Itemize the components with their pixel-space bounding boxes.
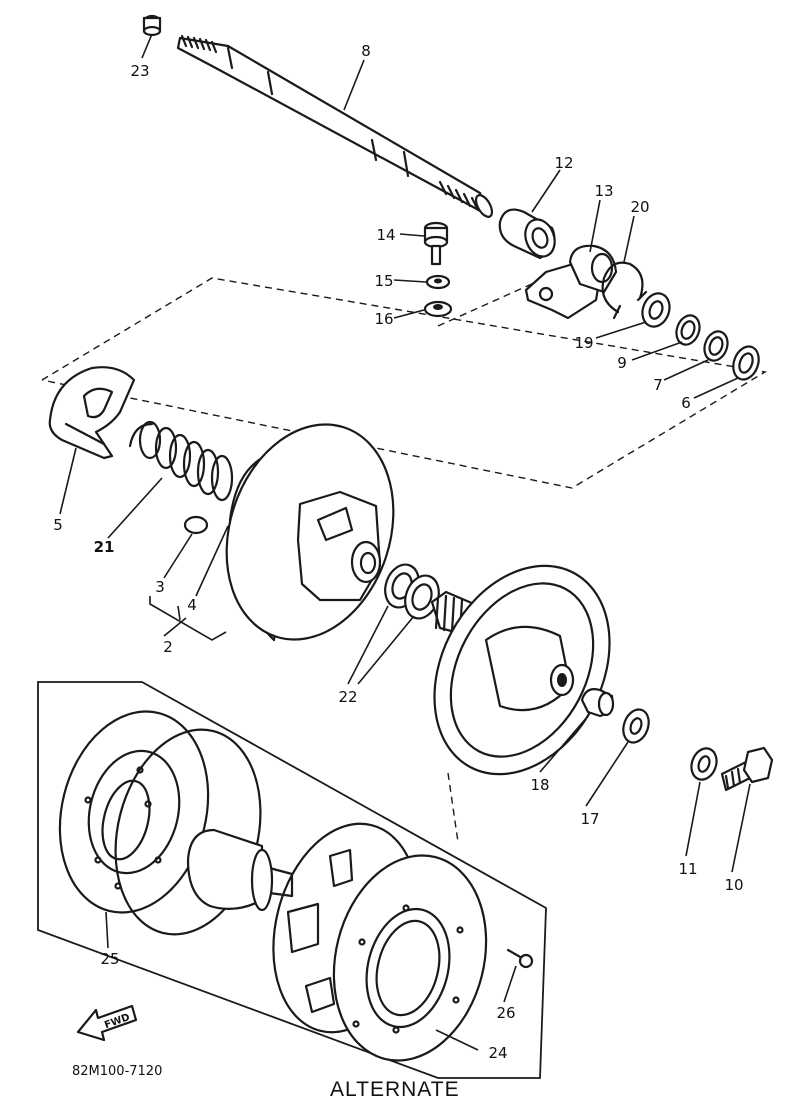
part-12-bearing [498, 208, 556, 260]
part-11-washer [690, 747, 718, 781]
part-6-washer [732, 345, 760, 381]
callout-10: 10 [724, 876, 743, 894]
part-8-shaft [176, 34, 494, 218]
part-10-bolt [720, 746, 774, 792]
alternate-hub [186, 828, 294, 912]
part-14-bolt [423, 221, 449, 266]
part-21-spring [128, 420, 234, 502]
callout-20: 20 [630, 198, 649, 216]
callout-6: 6 [681, 394, 691, 412]
callout-3: 3 [155, 578, 165, 596]
part-7-circlip [703, 330, 729, 362]
callout-9: 9 [617, 354, 627, 372]
callout-5: 5 [53, 516, 63, 534]
part-19-washer [641, 292, 671, 328]
part-26-screw [506, 948, 534, 969]
drawing-code: 82M100-7120 [72, 1064, 162, 1079]
part-17-washer [622, 708, 650, 744]
callout-25: 25 [100, 950, 119, 968]
fixed-sheave [430, 564, 611, 776]
callout-17: 17 [580, 810, 599, 828]
part-20-circlip [601, 261, 648, 320]
alternate-label: ALTERNATE [330, 1078, 460, 1101]
alternate-inset [37, 681, 547, 1079]
callout-7: 7 [653, 376, 663, 394]
part-23-cap [142, 14, 162, 37]
part-2-movable-sheave [225, 423, 395, 642]
callout-2: 2 [163, 638, 173, 656]
leader-lines [59, 33, 751, 1051]
part-15-lock-washer [425, 274, 451, 290]
callout-19: 19 [574, 334, 593, 352]
callout-24: 24 [488, 1044, 507, 1062]
callout-8: 8 [361, 42, 371, 60]
part-25-disc [58, 710, 210, 914]
callout-4: 4 [187, 596, 197, 614]
callout-11: 11 [678, 860, 697, 878]
assembly-dashed-lines [41, 277, 767, 843]
callout-26: 26 [496, 1004, 515, 1022]
callout-21: 21 [94, 538, 115, 556]
callout-15: 15 [374, 272, 393, 290]
callout-22: 22 [338, 688, 357, 706]
callout-18: 18 [530, 776, 549, 794]
part-9-shim [675, 314, 701, 346]
callout-23: 23 [130, 62, 149, 80]
callout-14: 14 [376, 226, 395, 244]
callout-12: 12 [554, 154, 573, 172]
callout-13: 13 [594, 182, 613, 200]
part-24-disc [332, 854, 488, 1062]
part-5-cam [48, 366, 136, 460]
callout-numbers: 23 8 12 13 14 20 15 16 19 9 7 6 5 21 3 4… [53, 42, 743, 1062]
part-3-slider [183, 515, 209, 535]
callout-16: 16 [374, 310, 393, 328]
fwd-arrow-icon: FWD [76, 1004, 138, 1042]
part-18-collar [580, 688, 615, 718]
part-16-washer [423, 300, 453, 318]
